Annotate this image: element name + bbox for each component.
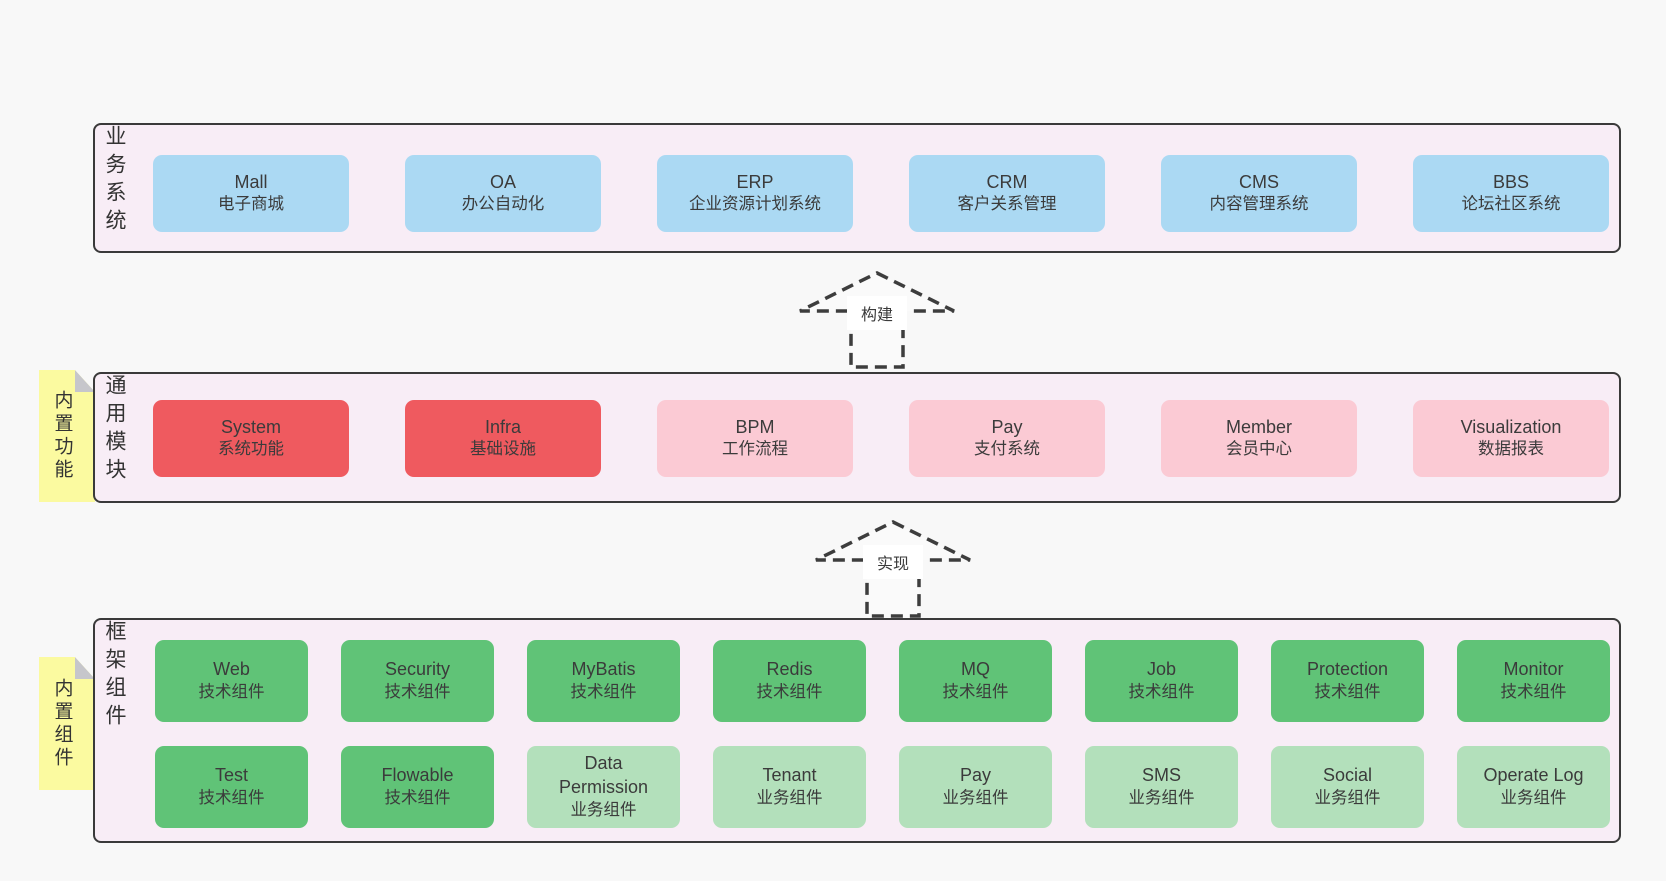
box-cms: CMS 内容管理系统 [1161, 155, 1357, 232]
box-title: CRM [986, 171, 1028, 192]
box-crm: CRM 客户关系管理 [909, 155, 1105, 232]
box-web: Web 技术组件 [155, 640, 308, 722]
box-member: Member 会员中心 [1161, 400, 1357, 477]
box-operate-log: Operate Log 业务组件 [1457, 746, 1610, 828]
box-bpm: BPM 工作流程 [657, 400, 853, 477]
box-subtitle: 工作流程 [722, 440, 788, 459]
box-infra: Infra 基础设施 [405, 400, 601, 477]
box-subtitle: 企业资源计划系统 [689, 195, 821, 214]
box-pay-module: Pay 支付系统 [909, 400, 1105, 477]
box-subtitle: 业务组件 [1128, 788, 1195, 807]
box-pay-component: Pay 业务组件 [899, 746, 1052, 828]
layer-label-common-modules: 通用模块 [103, 374, 126, 486]
box-subtitle: 技术组件 [570, 682, 637, 701]
box-subtitle: 技术组件 [1128, 682, 1195, 701]
box-title: BBS [1492, 171, 1530, 192]
box-title: CMS [1239, 171, 1279, 192]
box-subtitle: 电子商城 [218, 195, 284, 214]
box-title: MQ [961, 659, 990, 680]
box-subtitle: 技术组件 [198, 682, 265, 701]
box-subtitle: 技术组件 [942, 682, 1009, 701]
box-sms: SMS 业务组件 [1085, 746, 1238, 828]
tag-built-in-components: 内置组件 [39, 657, 95, 790]
box-oa: OA 办公自动化 [405, 155, 601, 232]
box-subtitle: 内容管理系统 [1209, 195, 1309, 214]
box-title: OA [489, 171, 516, 192]
box-title: Web [213, 659, 250, 680]
box-title: Social [1322, 765, 1373, 786]
box-test: Test 技术组件 [155, 746, 308, 828]
box-title: Monitor [1503, 659, 1564, 680]
box-title: SMS [1141, 765, 1181, 786]
box-subtitle: 论坛社区系统 [1461, 195, 1561, 214]
box-subtitle: 客户关系管理 [957, 195, 1057, 214]
box-tenant: Tenant 业务组件 [713, 746, 866, 828]
box-title: Redis [766, 659, 813, 680]
box-subtitle: 技术组件 [1314, 682, 1381, 701]
box-mq: MQ 技术组件 [899, 640, 1052, 722]
box-subtitle: 技术组件 [384, 788, 451, 807]
box-title: Job [1146, 659, 1177, 680]
box-title: System [220, 416, 281, 437]
box-subtitle: 系统功能 [218, 440, 284, 459]
box-erp: ERP 企业资源计划系统 [657, 155, 853, 232]
box-subtitle: 数据报表 [1478, 440, 1544, 459]
box-subtitle: 技术组件 [1500, 682, 1567, 701]
layer-business-systems: 业务系统 Mall 电子商城 OA 办公自动化 ERP 企业资源计划系统 CRM… [93, 123, 1621, 253]
box-title: Security [384, 659, 451, 680]
box-title: Visualization [1460, 416, 1562, 437]
box-subtitle: 业务组件 [570, 800, 637, 819]
tag-label: 内置功能 [51, 390, 73, 482]
box-subtitle: 业务组件 [1500, 788, 1567, 807]
box-title: Tenant [762, 765, 817, 786]
layer-label-framework-components: 框架组件 [103, 620, 126, 732]
box-mall: Mall 电子商城 [153, 155, 349, 232]
box-title: Member [1225, 416, 1292, 437]
box-data-permission: Data Permission 业务组件 [527, 746, 680, 828]
layer-common-modules: 通用模块 System 系统功能 Infra 基础设施 BPM 工作流程 Pay… [93, 372, 1621, 503]
tag-built-in-features: 内置功能 [39, 370, 95, 502]
box-subtitle: 基础设施 [470, 440, 536, 459]
box-title: Protection [1306, 659, 1389, 680]
box-title: ERP [736, 171, 774, 192]
box-visualization: Visualization 数据报表 [1413, 400, 1609, 477]
box-subtitle: 业务组件 [756, 788, 823, 807]
box-title: BPM [735, 416, 775, 437]
layer-label-business-systems: 业务系统 [103, 125, 126, 237]
box-subtitle: 业务组件 [1314, 788, 1381, 807]
box-title: Operate Log [1483, 765, 1584, 786]
box-security: Security 技术组件 [341, 640, 494, 722]
box-redis: Redis 技术组件 [713, 640, 866, 722]
box-subtitle: 支付系统 [974, 440, 1040, 459]
box-protection: Protection 技术组件 [1271, 640, 1424, 722]
box-monitor: Monitor 技术组件 [1457, 640, 1610, 722]
arrow-implement-label: 实现 [863, 545, 923, 579]
box-subtitle: 会员中心 [1226, 440, 1292, 459]
box-title: Test [214, 765, 248, 786]
box-bbs: BBS 论坛社区系统 [1413, 155, 1609, 232]
box-title: Mall [234, 171, 268, 192]
arrow-build-label: 构建 [847, 296, 907, 330]
box-title: MyBatis [571, 659, 636, 680]
box-title: Infra [484, 416, 522, 437]
box-title: Pay [959, 765, 992, 786]
box-flowable: Flowable 技术组件 [341, 746, 494, 828]
box-title: Pay [991, 416, 1023, 437]
box-subtitle: 业务组件 [942, 788, 1009, 807]
box-job: Job 技术组件 [1085, 640, 1238, 722]
box-title: Data Permission [558, 753, 649, 798]
box-subtitle: 技术组件 [198, 788, 265, 807]
box-subtitle: 办公自动化 [461, 195, 545, 214]
box-subtitle: 技术组件 [756, 682, 823, 701]
box-subtitle: 技术组件 [384, 682, 451, 701]
fold-corner-icon [75, 370, 95, 392]
layer-framework-components: 框架组件 Web 技术组件 Security 技术组件 MyBatis 技术组件… [93, 618, 1621, 843]
box-mybatis: MyBatis 技术组件 [527, 640, 680, 722]
box-system: System 系统功能 [153, 400, 349, 477]
box-title: Flowable [381, 765, 454, 786]
tag-label: 内置组件 [51, 677, 73, 770]
fold-corner-icon [75, 657, 95, 679]
box-social: Social 业务组件 [1271, 746, 1424, 828]
